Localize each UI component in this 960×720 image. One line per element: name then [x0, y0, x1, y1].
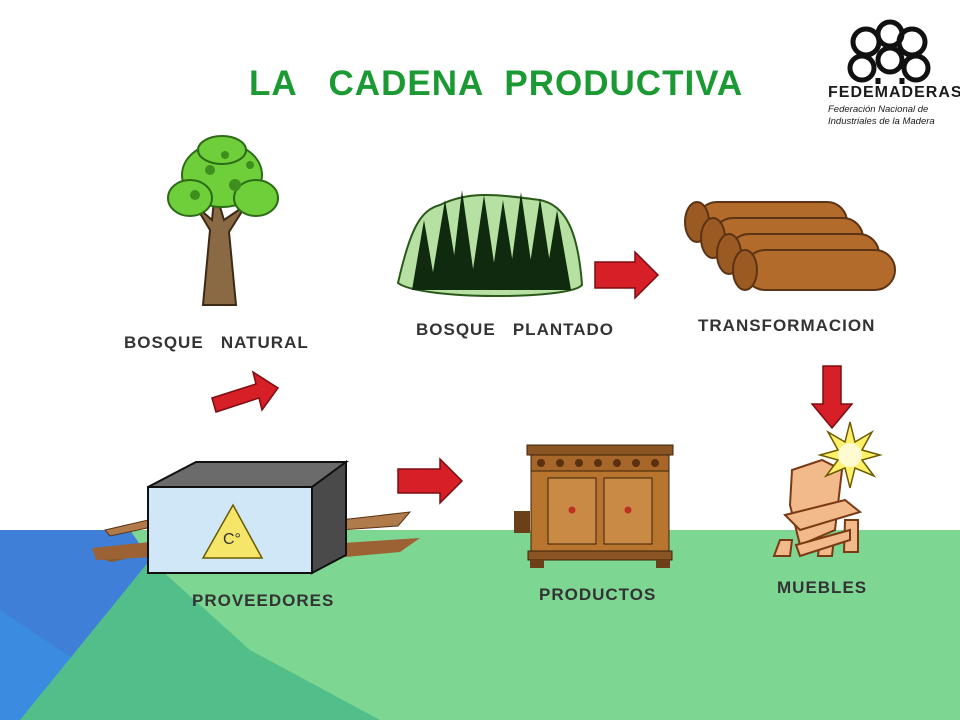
shore-green	[20, 560, 380, 720]
logo-name: FEDEMADERAS	[828, 84, 960, 101]
label-muebles: MUEBLES	[777, 578, 868, 597]
label-bosque-plantado: BOSQUE PLANTADO	[416, 320, 615, 339]
box-symbol: C°	[223, 531, 241, 548]
label-bosque-natural: BOSQUE NATURAL	[124, 333, 309, 352]
logo-line-2: Industriales de la Madera	[828, 116, 935, 127]
label-productos: PRODUCTOS	[539, 585, 657, 604]
fedemaderas-logo: FEDEMADERAS Federación Nacional de Indus…	[826, 18, 960, 130]
label-proveedores: PROVEEDORES	[192, 591, 335, 610]
page-title: LA CADENA PRODUCTIVA	[249, 64, 744, 103]
label-transformacion: TRANSFORMACION	[698, 316, 876, 335]
tree-logo-icon	[847, 19, 931, 84]
logo-line-1: Federación Nacional de	[828, 104, 929, 115]
